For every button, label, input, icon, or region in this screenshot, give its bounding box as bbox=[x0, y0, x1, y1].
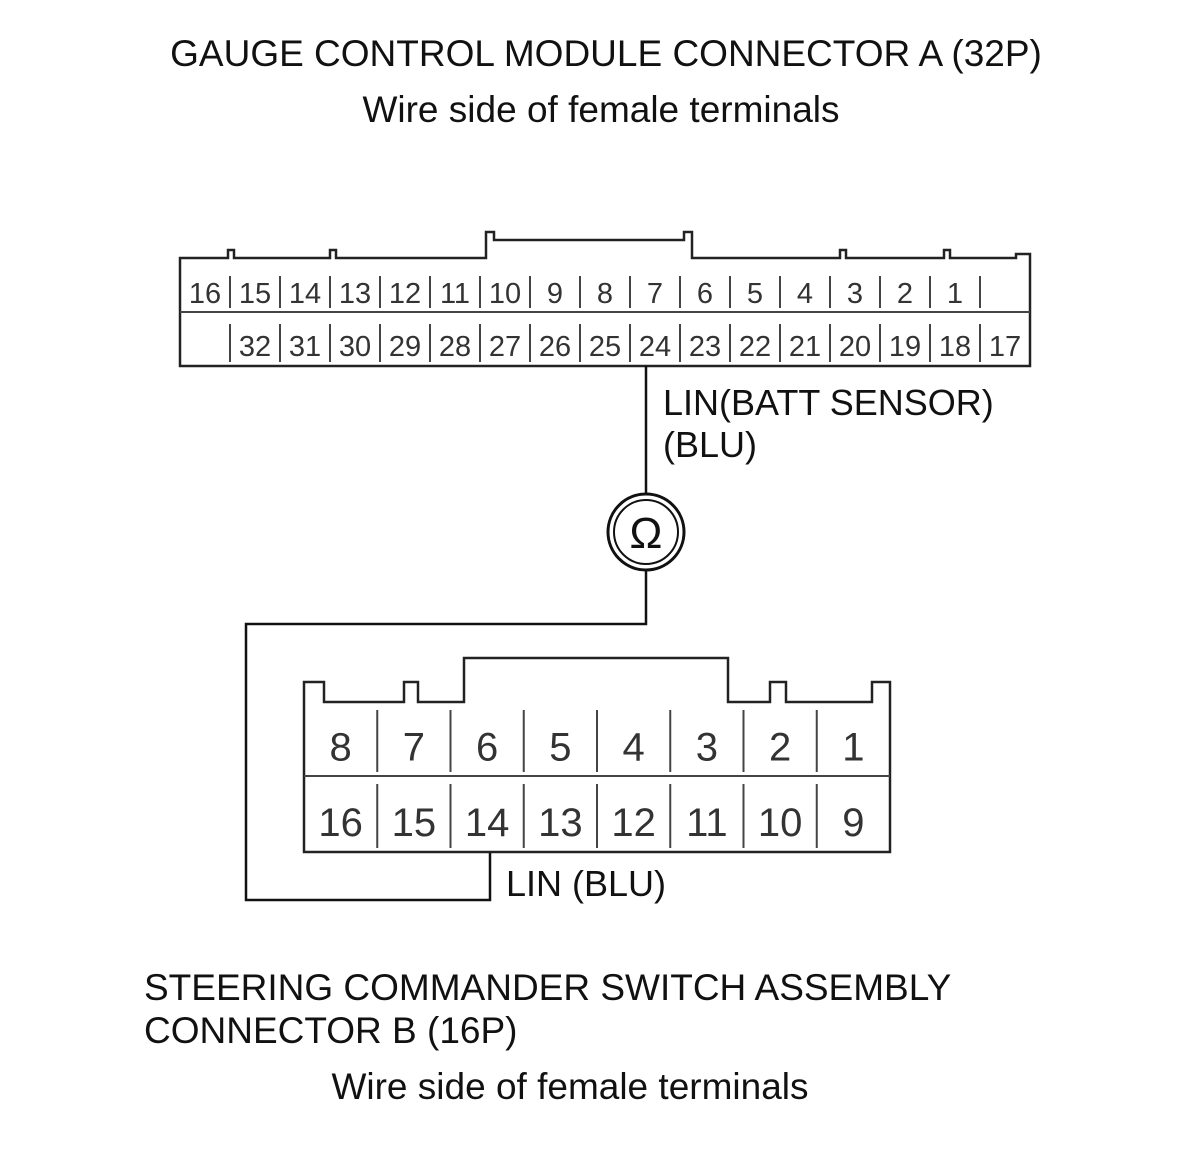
connector-a-top-pin: 11 bbox=[440, 278, 470, 310]
connector-b-top-pins: 8 7 6 5 4 3 2 1 bbox=[330, 726, 865, 770]
ohmmeter-icon: Ω bbox=[606, 492, 686, 572]
connector-a-top-pin: 12 bbox=[389, 278, 421, 310]
connector-a-top-pin: 7 bbox=[647, 278, 663, 310]
connector-a-top-pin: 1 bbox=[947, 278, 963, 310]
connector-b-top-pin: 5 bbox=[549, 726, 571, 770]
connector-a-bottom-pin: 18 bbox=[939, 331, 971, 363]
connector-a-bottom-pin: 21 bbox=[789, 331, 821, 363]
connector-a-bottom-pin: 29 bbox=[389, 331, 421, 363]
connector-a-top-pin: 6 bbox=[697, 278, 713, 310]
connector-a-top-pin: 16 bbox=[189, 278, 221, 310]
wire-b-label: LIN (BLU) bbox=[506, 863, 666, 904]
connector-b-top-pin: 7 bbox=[403, 726, 425, 770]
connector-a-outline bbox=[178, 230, 1032, 368]
connector-a-top-pin: 4 bbox=[797, 278, 813, 310]
connector-b-bottom-pin: 11 bbox=[686, 801, 728, 845]
connector-a-bottom-pin: 24 bbox=[639, 331, 671, 363]
connector-b-subtitle: Wire side of female terminals bbox=[331, 1066, 808, 1107]
connector-b-top-pin: 3 bbox=[696, 726, 718, 770]
connector-a-bottom-pin: 20 bbox=[839, 331, 871, 363]
connector-b-top-pin: 1 bbox=[842, 726, 864, 770]
connector-b-bottom-pins: 16 15 14 13 12 11 10 9 bbox=[318, 801, 864, 845]
wire-a-color: (BLU) bbox=[663, 424, 757, 465]
connector-b-bottom-pin: 9 bbox=[842, 801, 864, 845]
connector-a-top-pins: 16 15 14 13 12 11 10 9 8 7 6 5 4 3 2 1 bbox=[189, 278, 963, 310]
connector-a-bottom-pins: 32 31 30 29 28 27 26 25 24 23 22 21 20 19 18 17 bbox=[239, 331, 1021, 363]
connector-b-cells bbox=[376, 710, 818, 848]
connector-b-bottom-pin: 15 bbox=[392, 801, 437, 845]
connector-a-top-pin: 3 bbox=[847, 278, 863, 310]
connector-b-top-pin: 8 bbox=[330, 726, 352, 770]
connector-a-top-pin: 2 bbox=[897, 278, 913, 310]
connector-a-top-pin: 10 bbox=[489, 278, 521, 310]
connector-b-title-line2: CONNECTOR B (16P) bbox=[144, 1010, 518, 1051]
connector-a-subtitle: Wire side of female terminals bbox=[362, 89, 839, 130]
connector-a-bottom-pin: 22 bbox=[739, 331, 771, 363]
connector-a-bottom-pin: 32 bbox=[239, 331, 271, 363]
connector-b-bottom-pin: 10 bbox=[758, 801, 803, 845]
connector-a-top-pin: 13 bbox=[339, 278, 371, 310]
connector-b-title-line1: STEERING COMMANDER SWITCH ASSEMBLY bbox=[144, 967, 951, 1008]
connector-b-outline bbox=[302, 656, 892, 854]
connector-b-top-pin: 4 bbox=[623, 726, 645, 770]
connector-b-bottom-pin: 16 bbox=[318, 801, 363, 845]
connector-a-top-pin: 9 bbox=[547, 278, 563, 310]
connector-a-bottom-pin: 27 bbox=[489, 331, 521, 363]
connector-a-cells bbox=[229, 276, 981, 362]
connector-a-bottom-pin: 17 bbox=[989, 331, 1021, 363]
connector-b-bottom-pin: 14 bbox=[465, 801, 510, 845]
connector-a-bottom-pin: 25 bbox=[589, 331, 621, 363]
connector-a-bottom-pin: 28 bbox=[439, 331, 471, 363]
wire-a-label: LIN(BATT SENSOR) bbox=[663, 382, 994, 423]
connector-a-top-pin: 15 bbox=[239, 278, 271, 310]
connector-b-bottom-pin: 12 bbox=[611, 801, 656, 845]
connector-b-top-pin: 6 bbox=[476, 726, 498, 770]
connector-a-bottom-pin: 23 bbox=[689, 331, 721, 363]
connector-a-top-pin: 5 bbox=[747, 278, 763, 310]
ohm-symbol: Ω bbox=[630, 509, 663, 558]
connector-a-bottom-pin: 19 bbox=[889, 331, 921, 363]
connector-b: 8 7 6 5 4 3 2 1 16 15 14 13 12 11 10 9 bbox=[302, 656, 892, 854]
connector-a-title: GAUGE CONTROL MODULE CONNECTOR A (32P) bbox=[170, 33, 1042, 74]
connector-b-bottom-pin: 13 bbox=[538, 801, 583, 845]
connector-a-bottom-pin: 31 bbox=[289, 331, 321, 363]
connector-a-top-pin: 8 bbox=[597, 278, 613, 310]
connector-a-top-pin: 14 bbox=[289, 278, 321, 310]
connector-a-bottom-pin: 26 bbox=[539, 331, 571, 363]
connector-b-top-pin: 2 bbox=[769, 726, 791, 770]
lin-wire-lower bbox=[244, 570, 648, 902]
connector-a-bottom-pin: 30 bbox=[339, 331, 371, 363]
